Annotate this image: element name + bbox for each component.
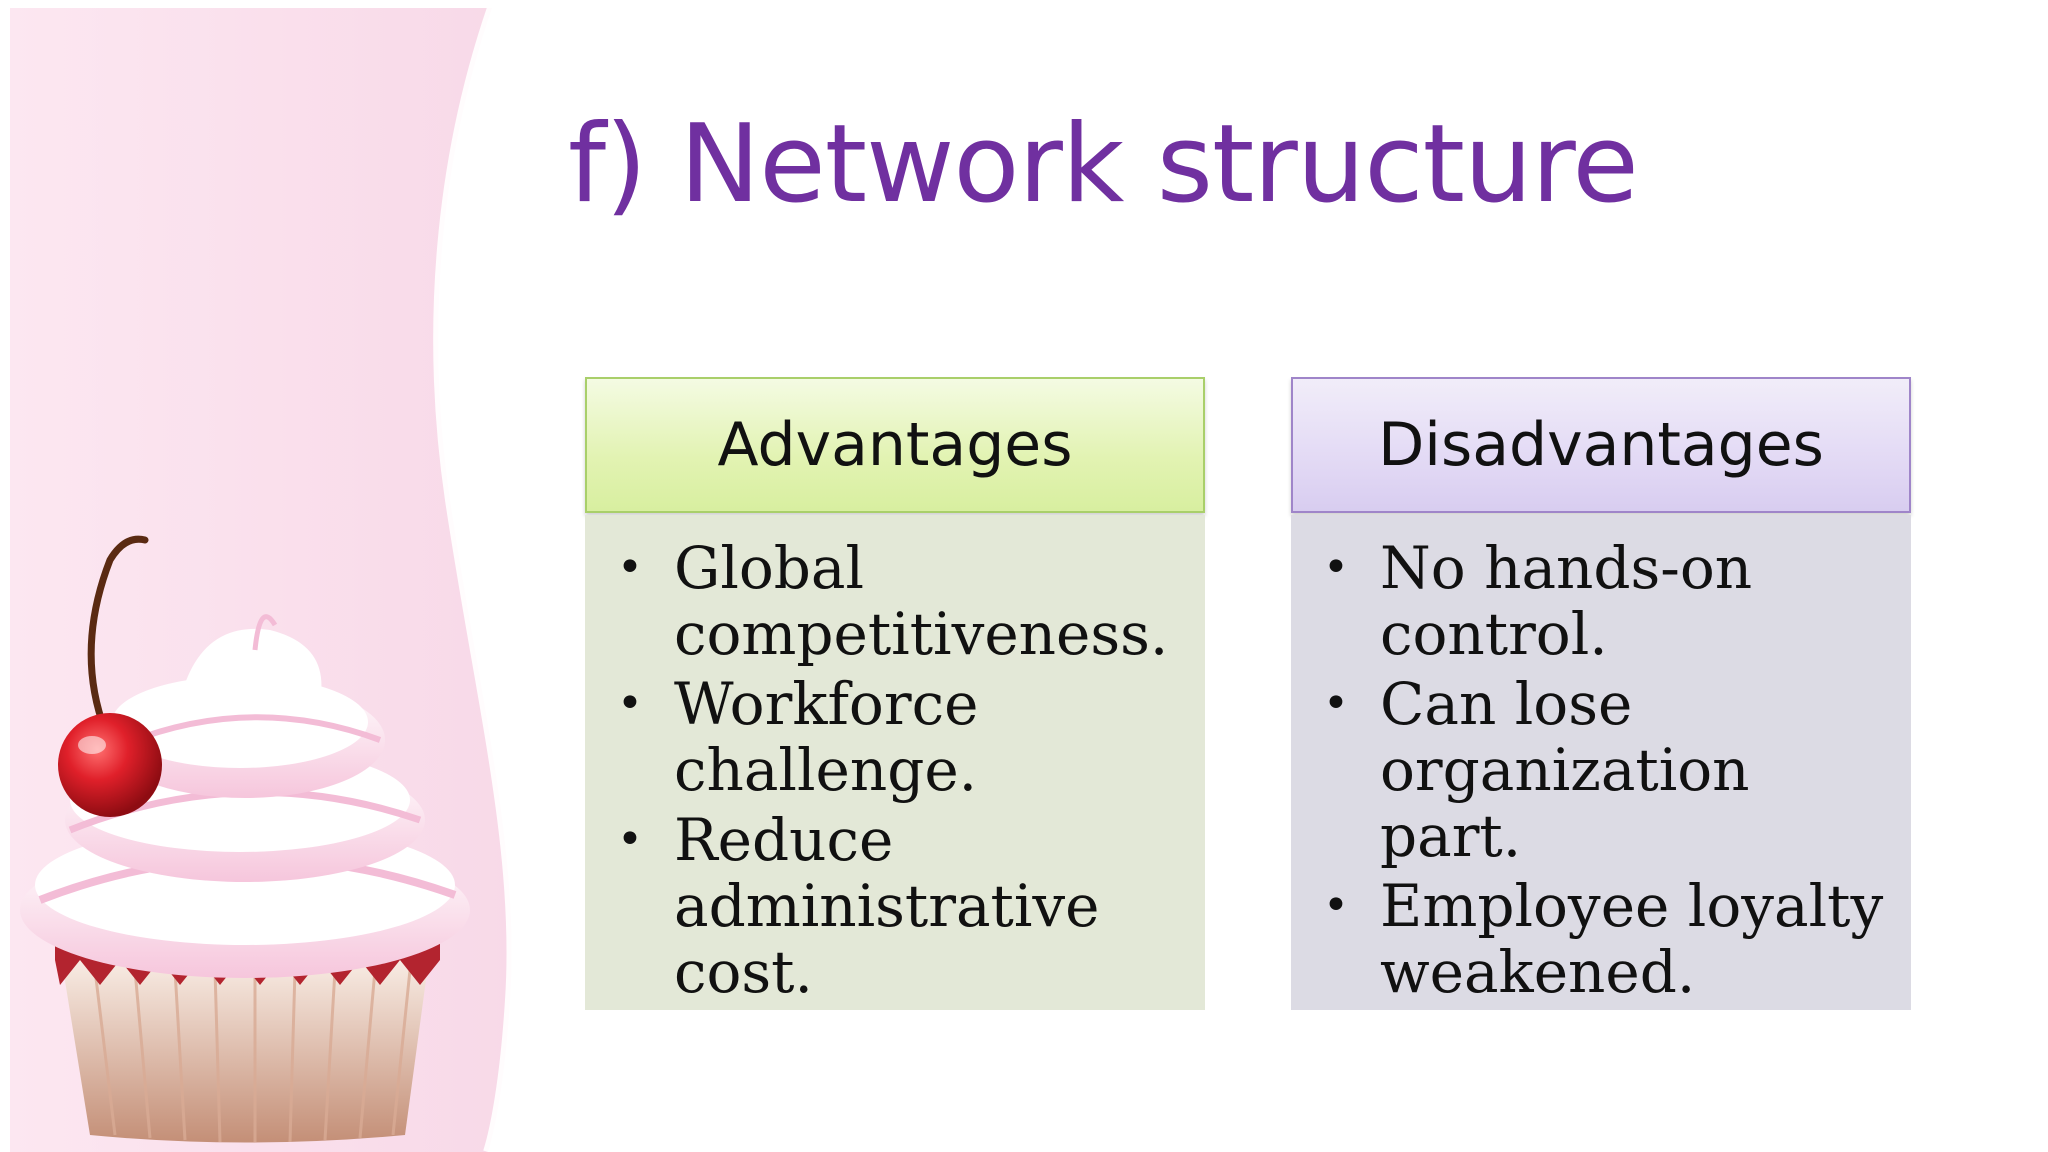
advantages-panel: • Global competitiveness. • Workforce chal… xyxy=(585,515,1205,1010)
bullet-icon: • xyxy=(1323,678,1349,729)
bullet-icon: • xyxy=(617,542,643,593)
list-item-text: Reduce administrative cost. xyxy=(674,806,1100,1006)
bullet-icon: • xyxy=(617,678,643,729)
advantages-list: • Global competitiveness. • Workforce chal… xyxy=(595,535,1195,1005)
list-item: • Reduce administrative cost. xyxy=(595,807,1195,1005)
list-item: • Global competitiveness. xyxy=(595,535,1195,667)
list-item-text: Can lose organization part. xyxy=(1380,670,1750,870)
disadvantages-header: Disadvantages xyxy=(1291,377,1911,513)
list-item: • Can lose organization part. xyxy=(1301,671,1901,869)
disadvantages-heading: Disadvantages xyxy=(1378,410,1824,480)
advantages-header: Advantages xyxy=(585,377,1205,513)
list-item: • No hands-on control. xyxy=(1301,535,1901,667)
cherry-illustration xyxy=(58,535,162,817)
bullet-icon: • xyxy=(1323,542,1349,593)
slide-title: f) Network structure xyxy=(568,102,1639,227)
disadvantages-panel: • No hands-on control. • Can lose organiza… xyxy=(1291,515,1911,1010)
bullet-icon: • xyxy=(617,814,643,865)
list-item-text: No hands-on control. xyxy=(1380,534,1753,668)
list-item-text: Workforce challenge. xyxy=(674,670,979,804)
advantages-heading: Advantages xyxy=(717,410,1073,480)
list-item: • Employee loyalty weakened. xyxy=(1301,873,1901,1005)
list-item-text: Employee loyalty weakened. xyxy=(1380,872,1884,1006)
bullet-icon: • xyxy=(1323,880,1349,931)
list-item: • Workforce challenge. xyxy=(595,671,1195,803)
disadvantages-list: • No hands-on control. • Can lose organiza… xyxy=(1301,535,1901,1005)
list-item-text: Global competitiveness. xyxy=(674,534,1169,668)
